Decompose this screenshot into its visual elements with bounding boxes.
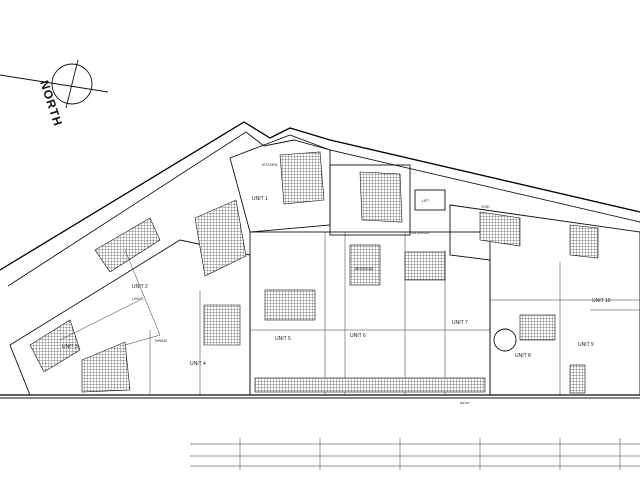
- room-label-kitchen: KITCHEN: [262, 163, 278, 167]
- north-arrow: NORTH: [0, 59, 109, 129]
- north-label: NORTH: [37, 79, 65, 129]
- unit-label-9: UNIT 9: [578, 342, 594, 348]
- unit-label-1: UNIT 1: [252, 196, 268, 202]
- unit-label-2: UNIT 2: [132, 284, 148, 290]
- room-label-bedroom: BEDROOM: [355, 267, 373, 271]
- unit-label-10: UNIT 10: [592, 298, 611, 304]
- unit-label-8: UNIT 8: [515, 353, 531, 359]
- upper-middle-block: [229, 134, 446, 236]
- dimension-strings: [190, 438, 640, 470]
- room-label-lift: LIFT: [422, 199, 430, 203]
- central-units: [249, 231, 491, 396]
- unit-label-4: UNIT 4: [190, 361, 206, 367]
- room-label-void: VOID: [481, 205, 490, 209]
- unit-label-5: UNIT 5: [275, 336, 291, 342]
- room-label-dining: DINING: [155, 339, 168, 343]
- note-car-spaces: CAR SPACES: [410, 231, 429, 235]
- unit-label-7: UNIT 7: [452, 320, 468, 326]
- room-label-living: LIVING: [132, 297, 144, 301]
- unit-label-6: UNIT 6: [350, 333, 366, 339]
- left-wing: [9, 199, 251, 396]
- right-wing: [449, 204, 640, 396]
- note-entry: ENTRY: [460, 401, 470, 405]
- unit-label-3: UNIT 3: [62, 344, 78, 350]
- unit-labels: UNIT 1 UNIT 2 UNIT 3 UNIT 4 UNIT 5 UNIT …: [62, 163, 611, 405]
